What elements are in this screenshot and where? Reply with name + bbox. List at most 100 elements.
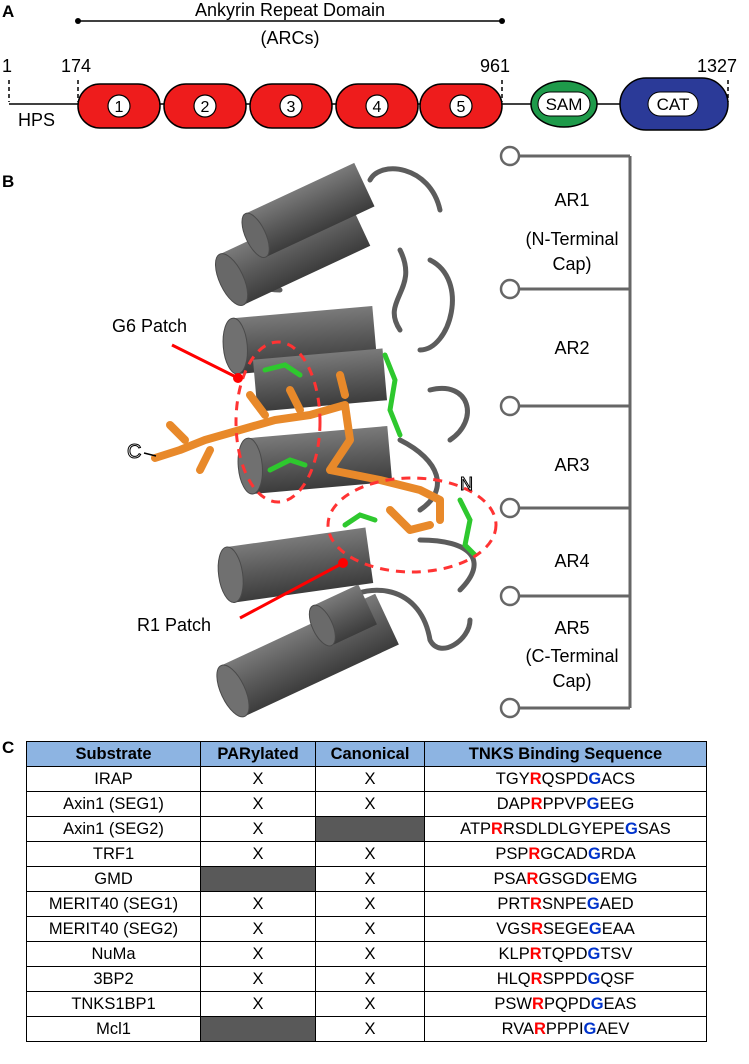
sequence-segment: TQPD xyxy=(541,944,588,963)
binding-sequence-cell: ATPRRSDLDLGYEPEGSAS xyxy=(424,816,707,842)
arc-domains: 1 2 3 4 5 xyxy=(77,83,503,129)
position-174: 174 xyxy=(61,56,91,76)
sequence-segment: GCAD xyxy=(540,844,588,863)
canonical-cell xyxy=(315,816,425,842)
binding-sequence-cell: PSPRGCADGRDA xyxy=(424,841,707,867)
glycine-residue: G xyxy=(590,994,604,1013)
sequence-segment: EAA xyxy=(601,919,635,938)
substrate-cell: Axin1 (SEG2) xyxy=(26,816,201,842)
sequence-segment: SPPD xyxy=(542,969,588,988)
helix-6 xyxy=(226,527,374,603)
c-terminus-label: C xyxy=(127,441,141,463)
arginine-residue: R xyxy=(530,969,543,988)
arginine-residue: R xyxy=(530,894,542,913)
cat-label: CAT xyxy=(657,95,690,114)
arc-number-2: 2 xyxy=(201,99,210,116)
binding-sequence-cell: RVARPPPIGAEV xyxy=(424,1016,707,1042)
substrate-cell: Mcl1 xyxy=(26,1016,201,1042)
ar4-label: AR4 xyxy=(554,551,589,571)
parylated-cell: X xyxy=(200,766,316,792)
glycine-residue: G xyxy=(588,919,602,938)
r1-patch-label: R1 Patch xyxy=(137,615,211,635)
sequence-segment: EEG xyxy=(599,794,635,813)
sequence-segment: TGY xyxy=(495,769,530,788)
arginine-residue: R xyxy=(529,944,542,963)
binding-sequence-cell: PSWRPQPDGEAS xyxy=(424,991,707,1017)
canonical-cell: X xyxy=(315,1016,425,1042)
canonical-cell: X xyxy=(315,991,425,1017)
substrate-cell: TRF1 xyxy=(26,841,201,867)
parylated-cell: X xyxy=(200,966,316,992)
arginine-residue: R xyxy=(528,844,541,863)
parylated-cell: X xyxy=(200,841,316,867)
sequence-segment: KLP xyxy=(498,944,530,963)
sequence-segment: HLQ xyxy=(496,969,531,988)
glycine-residue: G xyxy=(583,1019,597,1038)
r1-patch-outline xyxy=(326,476,498,574)
ar5-line1: AR5 xyxy=(554,618,589,638)
sequence-segment: PRT xyxy=(497,894,531,913)
ar5-line3: Cap) xyxy=(552,671,591,691)
sequence-segment: GSGD xyxy=(538,869,588,888)
sequence-segment: PSW xyxy=(494,994,533,1013)
binding-sequence-cell: DAPRPPVPGEEG xyxy=(424,791,707,817)
g6-patch-pointer xyxy=(171,343,239,380)
helix-2 xyxy=(245,162,375,258)
ankyrin-span-end-dot xyxy=(499,18,505,24)
canonical-cell: X xyxy=(315,841,425,867)
substrate-cell: MERIT40 (SEG1) xyxy=(26,891,201,917)
canonical-cell: X xyxy=(315,966,425,992)
glycine-residue: G xyxy=(588,769,602,788)
arginine-residue: R xyxy=(534,1019,546,1038)
header-canonical: Canonical xyxy=(315,741,425,767)
panel-label-c: C xyxy=(2,738,15,757)
binding-sequence-cell: KLPRTQPDGTSV xyxy=(424,941,707,967)
ar3-label: AR3 xyxy=(554,455,589,475)
arc-number-5: 5 xyxy=(457,99,466,116)
arginine-residue: R xyxy=(526,869,539,888)
position-1: 1 xyxy=(2,56,12,76)
substrate-cell: Axin1 (SEG1) xyxy=(26,791,201,817)
panel-label-a: A xyxy=(2,2,15,21)
sequence-segment: VGS xyxy=(496,919,532,938)
sequence-segment: AEV xyxy=(596,1019,630,1038)
canonical-cell: X xyxy=(315,941,425,967)
hps-label: HPS xyxy=(18,110,55,130)
sequence-segment: ATP xyxy=(460,819,492,838)
glycine-residue: G xyxy=(586,794,600,813)
sequence-segment: RDA xyxy=(600,844,636,863)
binding-sequence-cell: PSARGSGDGEMG xyxy=(424,866,707,892)
sequence-segment: DAP xyxy=(496,794,531,813)
glycine-residue: G xyxy=(587,844,601,863)
arc-number-1: 1 xyxy=(115,99,124,116)
sequence-segment: QSF xyxy=(600,969,635,988)
sequence-segment: EMG xyxy=(599,869,638,888)
parylated-cell: X xyxy=(200,791,316,817)
n-terminus-label: N xyxy=(460,474,473,494)
position-961: 961 xyxy=(480,56,510,76)
substrate-cell: MERIT40 (SEG2) xyxy=(26,916,201,942)
substrate-table: Substrate PARylated Canonical TNKS Bindi… xyxy=(26,741,707,1042)
arginine-residue: R xyxy=(532,994,544,1013)
ar1-line2: (N-Terminal xyxy=(525,229,618,249)
arc-number-3: 3 xyxy=(287,99,296,116)
side-chains xyxy=(262,352,478,558)
ankyrin-structure-figure: G6 Patch R1 Patch C N AR1 (N-Terminal Ca… xyxy=(112,145,632,719)
substrate-cell: 3BP2 xyxy=(26,966,201,992)
sequence-segment: PQPD xyxy=(543,994,591,1013)
parylated-cell: X xyxy=(200,891,316,917)
parylated-cell: X xyxy=(200,941,316,967)
canonical-cell: X xyxy=(315,791,425,817)
g6-patch-outline xyxy=(234,340,322,504)
parylated-cell xyxy=(200,1016,316,1042)
glycine-residue: G xyxy=(624,819,638,838)
ar5-line2: (C-Terminal xyxy=(525,646,618,666)
substrate-cell: IRAP xyxy=(26,766,201,792)
